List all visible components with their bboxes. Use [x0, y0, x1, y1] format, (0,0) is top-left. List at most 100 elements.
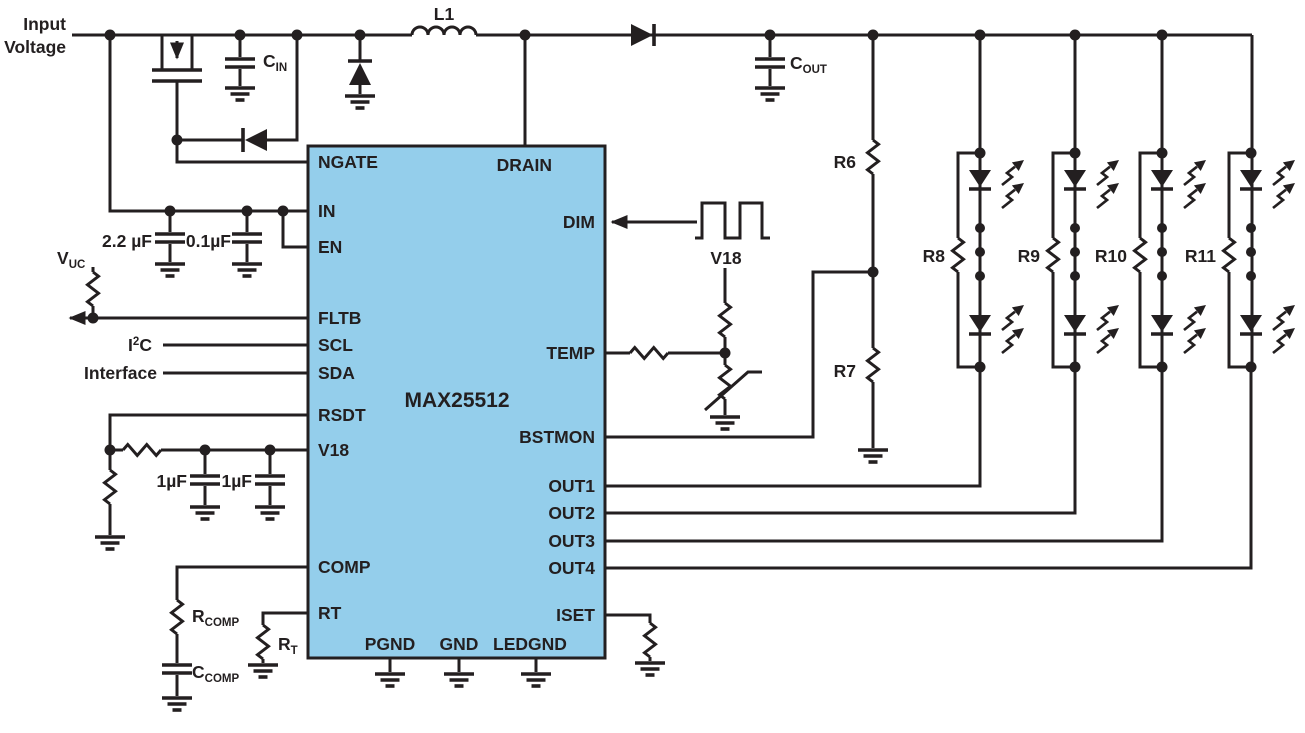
cout-label: COUT: [790, 53, 827, 76]
ellipsis-dot: [1157, 223, 1167, 233]
bstmon-divider: R6 R7: [605, 35, 890, 464]
pin-label-rsdt: RSDT: [318, 405, 366, 425]
iset-network: [605, 613, 667, 677]
led-emission-arrows-icon: [1097, 160, 1119, 208]
ground-icon: [246, 663, 280, 679]
thermistor-arrow: [704, 370, 762, 412]
ground-icon: [856, 448, 890, 464]
ellipsis-dot: [1246, 271, 1256, 281]
junction-dot: [1245, 361, 1257, 373]
cap-1u-label: 1µF: [156, 471, 187, 491]
inductor-l1: L1: [410, 4, 478, 36]
dim-input: [610, 201, 770, 240]
r9-label: R9: [1018, 246, 1041, 266]
pin-label-comp: COMP: [318, 557, 371, 577]
ground-icon: [160, 696, 194, 712]
led-icon: [1238, 168, 1264, 191]
pin-label-sda: SDA: [318, 363, 355, 383]
temp-network: V18: [605, 248, 762, 431]
rsdt-v18-wiring: 1µF 1µF: [93, 413, 308, 551]
inductor-label: L1: [434, 4, 455, 24]
ground-icon: [708, 415, 742, 431]
out3-wire: [605, 367, 1164, 543]
v18-pullup-label: V18: [710, 248, 741, 268]
comp-network: RCOMP CCOMP: [160, 565, 308, 712]
ground-icon: [633, 661, 667, 677]
pin-label-v18: V18: [318, 440, 349, 460]
ellipsis-dot: [975, 223, 985, 233]
junction-dot: [974, 361, 986, 373]
ground-icon: [223, 86, 257, 102]
temp-series-resistor-icon: [628, 346, 670, 360]
svg-text:Voltage: Voltage: [4, 37, 66, 57]
led-icon: [1238, 313, 1264, 336]
junction-dot: [1069, 147, 1081, 159]
rt-resistor-icon: [256, 623, 270, 661]
led-string-2: R9: [1018, 35, 1119, 373]
ground-icon: [230, 262, 264, 278]
led-emission-arrows-icon: [1273, 160, 1295, 208]
bstmon-wire: [605, 270, 873, 439]
ground-icon: [753, 86, 787, 102]
pin-label-iset: ISET: [556, 605, 595, 625]
r8-resistor-icon: [951, 236, 965, 274]
ground-icon: [253, 505, 287, 521]
boost-diode: [631, 24, 656, 46]
pin-label-ledgnd: LEDGND: [493, 634, 567, 654]
led-icon: [1149, 168, 1175, 191]
cap-0u1-label: 0.1µF: [186, 231, 231, 251]
led-emission-arrows-icon: [1273, 305, 1295, 353]
ic-part-number: MAX25512: [404, 389, 509, 412]
cout-capacitor: COUT: [753, 35, 827, 102]
ground-icon: [343, 94, 377, 110]
cap-2u2-label: 2.2 µF: [102, 231, 152, 251]
clamp-diode-icon: [349, 63, 371, 85]
en-wire: [281, 211, 308, 249]
iset-resistor-icon: [643, 621, 657, 659]
ground-icon: [442, 672, 476, 688]
vuc-label: VUC: [57, 248, 85, 271]
junction-dot: [1156, 361, 1168, 373]
led-emission-arrows-icon: [1002, 305, 1024, 353]
ellipsis-dot: [1246, 223, 1256, 233]
ellipsis-dot: [1157, 247, 1167, 257]
pin-label-temp: TEMP: [546, 343, 595, 363]
out-return-wires: [605, 367, 1253, 570]
r7-resistor-icon: [866, 346, 880, 384]
led-icon: [967, 313, 993, 336]
out2-wire: [605, 367, 1077, 515]
junction-dot: [1156, 147, 1168, 159]
led-string-4: R11: [1185, 35, 1295, 373]
rt-wire: [261, 611, 308, 625]
r6-label: R6: [834, 152, 857, 172]
rcomp-label: RCOMP: [192, 606, 239, 629]
ic-block: MAX25512 NGATE IN EN FLTB SCL SDA RSDT V…: [306, 144, 607, 660]
input-clamp-diode: [343, 35, 377, 110]
ic-body: [306, 144, 607, 660]
cin-label: CIN: [263, 51, 287, 74]
ngate-wire: [175, 140, 308, 164]
pin-label-gnd: GND: [440, 634, 479, 654]
r8-label: R8: [923, 246, 946, 266]
vuc-resistor-icon: [86, 270, 100, 308]
ellipsis-dot: [1070, 247, 1080, 257]
pwm-waveform-icon: [695, 201, 770, 240]
reverse-protection-mosfet: [152, 35, 308, 164]
r9-resistor-icon: [1046, 236, 1060, 274]
led-icon: [967, 168, 993, 191]
pin-label-drain: DRAIN: [497, 155, 552, 175]
i2c-interface: I2C Interface: [84, 335, 308, 383]
r6-resistor-icon: [866, 138, 880, 176]
r7-label: R7: [834, 361, 856, 381]
junction-dot: [974, 147, 986, 159]
interface-label: Interface: [84, 363, 157, 383]
rsdt-wire: [108, 413, 308, 450]
out1-wire: [605, 367, 982, 488]
boost-diode-icon: [631, 24, 653, 46]
ic-bottom-grounds: [373, 658, 553, 688]
led-string-1: R8: [923, 35, 1024, 373]
led-icon: [1062, 168, 1088, 191]
ground-icon: [519, 672, 553, 688]
junction-dot: [1245, 147, 1257, 159]
